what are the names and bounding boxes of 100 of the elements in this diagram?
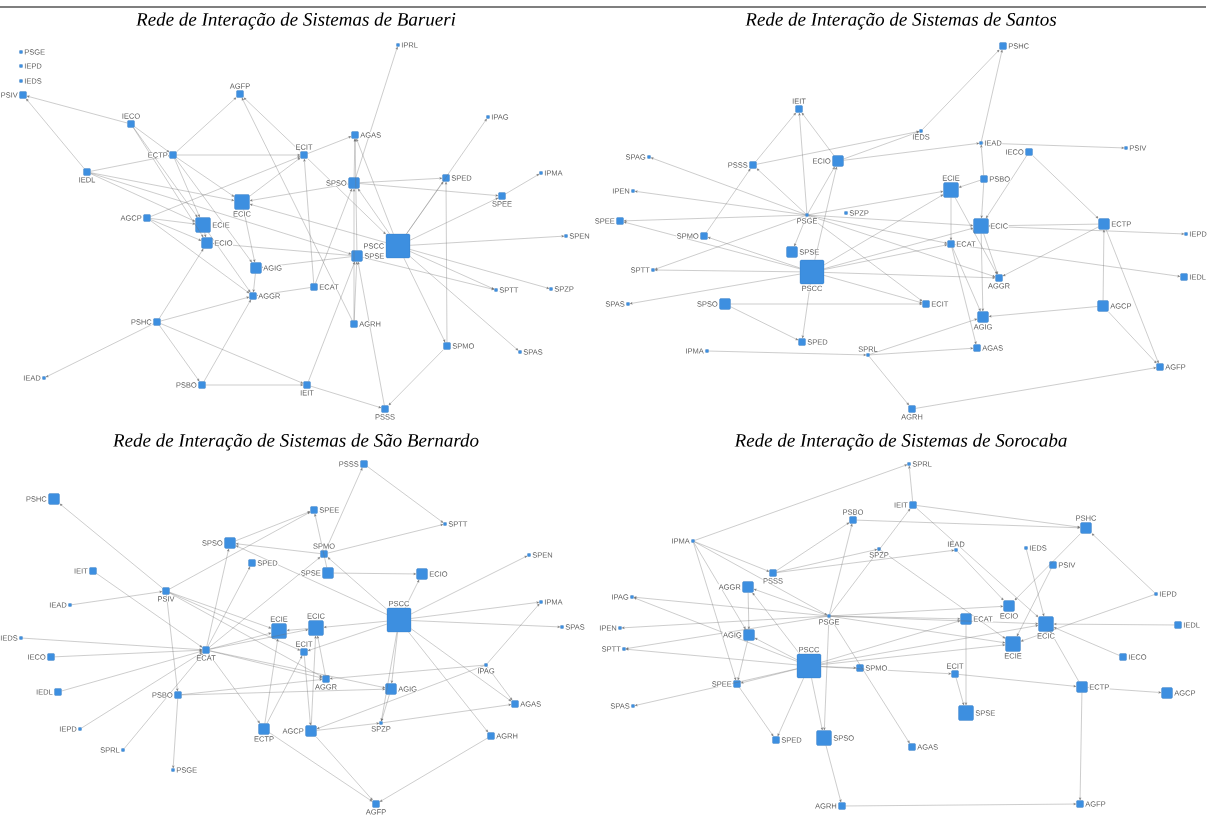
network-node xyxy=(379,721,383,725)
network-node xyxy=(995,274,1003,282)
arrow xyxy=(829,617,910,744)
network-node xyxy=(83,168,91,176)
network-node xyxy=(733,680,741,688)
arrow xyxy=(359,177,443,183)
network-node xyxy=(909,501,917,509)
arrow xyxy=(983,233,998,275)
network-node xyxy=(539,171,543,175)
arrow xyxy=(845,803,1077,807)
network-node xyxy=(960,613,972,625)
arrow xyxy=(208,232,251,293)
network-node xyxy=(907,462,911,466)
arrow xyxy=(357,261,385,406)
network-node xyxy=(386,607,412,633)
arrow xyxy=(314,513,327,568)
network-node xyxy=(48,493,60,505)
arrow xyxy=(843,131,920,160)
arrow xyxy=(243,209,256,263)
arrow xyxy=(654,215,806,270)
network-node xyxy=(385,233,411,259)
arrow xyxy=(1026,549,1045,617)
network-node xyxy=(749,161,757,169)
arrow xyxy=(824,194,944,266)
panel-title: Rede de Interação de Sistemas de Sorocaba xyxy=(734,433,1067,451)
arrow xyxy=(354,138,358,251)
network-node xyxy=(805,213,809,217)
arrow xyxy=(266,655,303,724)
network-node xyxy=(705,349,709,353)
arrow xyxy=(71,590,163,605)
network-node xyxy=(171,768,175,772)
network-node xyxy=(385,683,397,695)
arrow xyxy=(303,158,314,284)
arrow xyxy=(801,112,834,156)
network-node xyxy=(560,625,564,629)
arrow xyxy=(880,550,1006,639)
network-node xyxy=(487,732,495,740)
network-node xyxy=(249,292,257,300)
network-node xyxy=(248,559,256,567)
arrow xyxy=(333,572,417,575)
arrow xyxy=(1002,226,1099,277)
arrow xyxy=(955,677,965,706)
network-node xyxy=(442,174,450,182)
arrow xyxy=(269,732,373,802)
network-node xyxy=(303,381,311,389)
network-node xyxy=(258,723,270,735)
arrow xyxy=(1106,229,1159,364)
arrow xyxy=(203,299,251,382)
arrow xyxy=(824,244,948,270)
arrow xyxy=(304,655,312,726)
arrow xyxy=(249,157,301,197)
arrow xyxy=(316,635,326,676)
arrow xyxy=(264,638,279,724)
network-node xyxy=(651,268,655,272)
network-node xyxy=(494,288,498,292)
arrow xyxy=(1053,623,1175,626)
arrow xyxy=(96,573,203,648)
network-node xyxy=(1049,561,1057,569)
network-node xyxy=(816,730,832,746)
arrow xyxy=(286,628,309,632)
network-node xyxy=(68,603,72,607)
arrow xyxy=(625,648,798,666)
network-node xyxy=(1076,800,1084,808)
network-node xyxy=(300,151,308,159)
arrow xyxy=(980,182,984,219)
network-node xyxy=(202,646,210,654)
network-node xyxy=(372,800,380,808)
arrow xyxy=(798,112,808,214)
arrow xyxy=(825,745,842,803)
arrow xyxy=(625,616,828,650)
network-node xyxy=(1080,522,1092,534)
network-node xyxy=(1097,300,1109,312)
network-node xyxy=(42,376,46,380)
arrow xyxy=(204,232,207,238)
network-node xyxy=(518,350,522,354)
arrow xyxy=(307,158,386,235)
network-node xyxy=(153,318,161,326)
arrow xyxy=(159,248,204,319)
network-node xyxy=(19,636,23,640)
network-node xyxy=(89,567,97,575)
network-node xyxy=(1005,636,1021,652)
arrow xyxy=(411,628,512,702)
network-node xyxy=(979,141,983,145)
network-node xyxy=(19,91,27,99)
arrow xyxy=(169,592,301,651)
arrow xyxy=(356,138,394,235)
network-node xyxy=(958,705,974,721)
network-node xyxy=(527,553,531,557)
arrow xyxy=(814,166,838,261)
network-node xyxy=(973,218,989,234)
network-node xyxy=(795,105,803,113)
arrow xyxy=(830,615,961,620)
arrow xyxy=(777,678,804,737)
arrow xyxy=(693,542,737,681)
arrow xyxy=(824,272,996,279)
arrow xyxy=(801,283,811,339)
arrow xyxy=(54,649,203,657)
arrow xyxy=(824,227,974,269)
network-node xyxy=(1003,600,1015,612)
arrow xyxy=(169,592,272,629)
